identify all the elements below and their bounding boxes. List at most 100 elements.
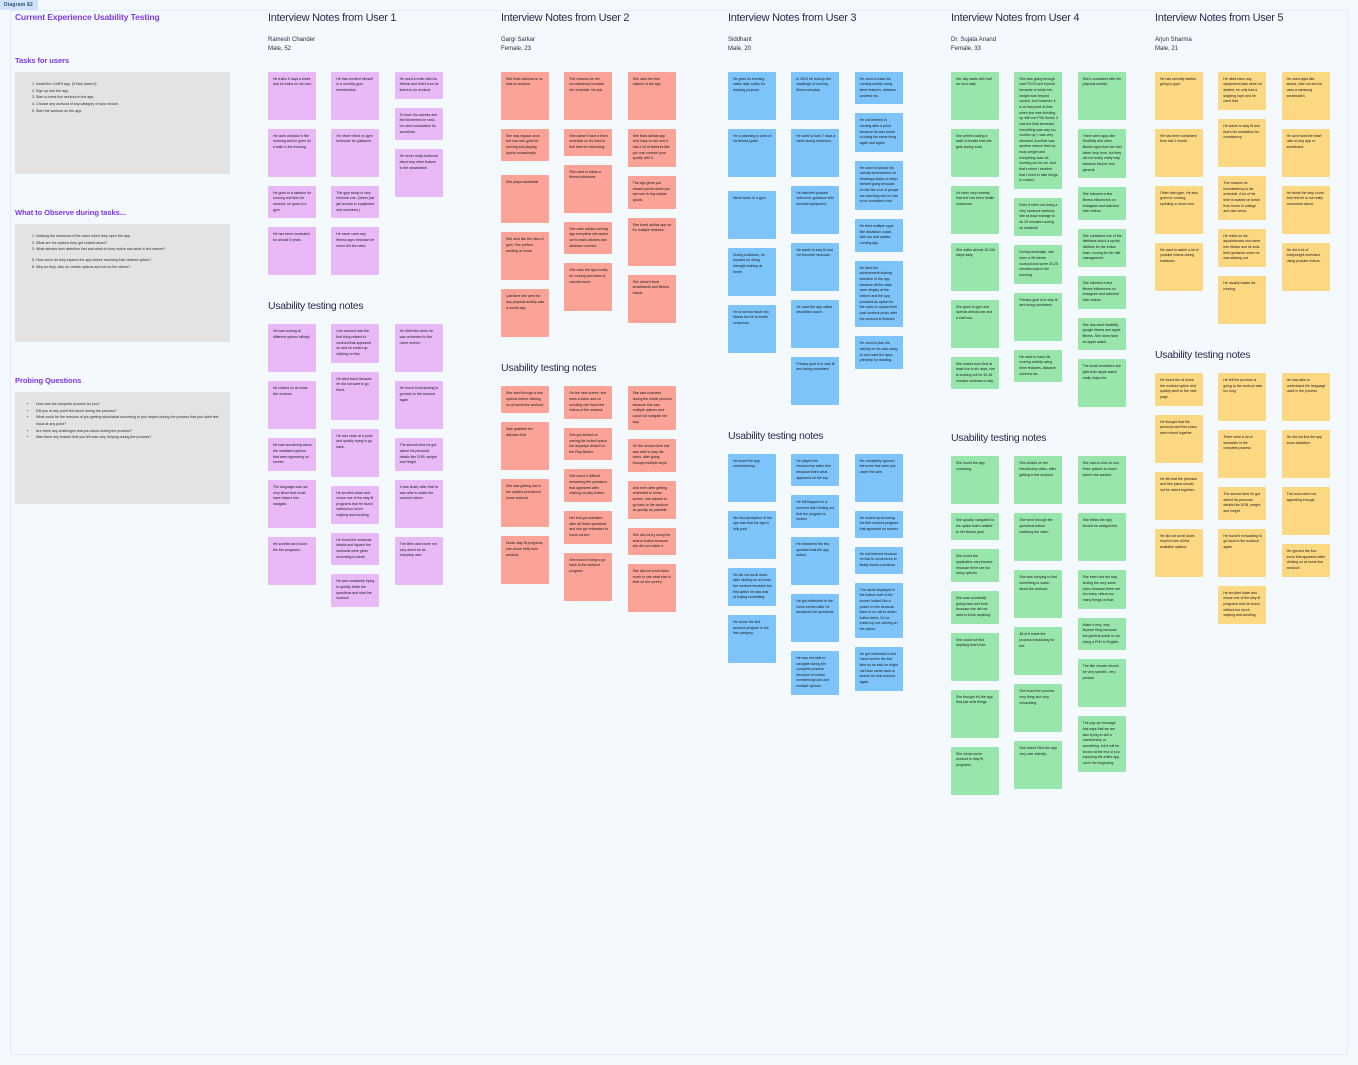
sticky-note[interactable]: He relied on his aquaintances who were i… <box>1218 228 1267 268</box>
sticky-note[interactable]: She was confused during the whole proces… <box>627 386 676 431</box>
sticky-note[interactable]: He was able to understand the language u… <box>1281 373 1330 422</box>
sticky-note[interactable]: She loved adidas app for it's multiple f… <box>627 217 676 266</box>
sticky-note[interactable]: Other than gym, He also goes for running… <box>1155 185 1203 234</box>
sticky-note[interactable]: He scrolled down and chose one of the st… <box>1218 585 1267 624</box>
sticky-note[interactable]: He did not scroll down after clicking on… <box>728 567 776 606</box>
sticky-note[interactable]: She clicked on the introductory video. a… <box>1014 456 1063 505</box>
sticky-note[interactable]: Primary goal is to stay fit and being co… <box>791 356 840 405</box>
sticky-note[interactable]: She doesn't find the app very user frien… <box>1014 741 1063 790</box>
sticky-note[interactable]: He felt that the premium and free plans … <box>1155 471 1203 520</box>
sticky-note[interactable]: Her day starts with half an hour walk. <box>951 71 999 120</box>
sticky-note[interactable]: He never used any fitness apps because h… <box>331 227 380 276</box>
sticky-note[interactable]: The app gives you reward points which yo… <box>627 175 676 209</box>
sticky-note[interactable]: She dont like the idea of gym. She prefe… <box>501 232 549 281</box>
sticky-note[interactable]: He ignored the four icons that appeared … <box>1281 544 1330 577</box>
sticky-note[interactable]: He trusts the step count and rest he is … <box>1281 185 1330 234</box>
sticky-note[interactable]: He clicked on at home live workout. <box>268 381 316 430</box>
sticky-note[interactable]: The second time he got asked his persona… <box>1218 487 1267 520</box>
sticky-note[interactable]: She finds minimal or no time to workout. <box>501 71 549 120</box>
sticky-note[interactable]: She was hurrying to find something to wa… <box>1014 570 1063 619</box>
sticky-note[interactable]: He was not able to navigate during the c… <box>791 650 840 695</box>
sticky-note[interactable]: He found it exhausting to go back to the… <box>394 381 443 430</box>
sticky-note[interactable]: He dont trust the heart rate on any app … <box>1281 128 1330 177</box>
sticky-note[interactable]: She chose some workout in stay fit progr… <box>951 746 999 795</box>
sticky-note[interactable]: He never relied on gym instructor for gu… <box>331 128 380 177</box>
sticky-note[interactable]: The reasons for inconsistency is his sch… <box>1218 175 1267 220</box>
sticky-note[interactable]: She was going through was PCOS and thyro… <box>1014 71 1063 190</box>
sticky-note[interactable]: She thought it's the app that just sells… <box>951 689 999 738</box>
sticky-note[interactable]: She's consistent with her physical activ… <box>1077 71 1126 120</box>
sticky-note[interactable]: He got redirected to the home screen aft… <box>791 593 840 642</box>
sticky-note[interactable]: He found the at home live workout option… <box>1155 373 1203 406</box>
sticky-note[interactable]: She doesn't have a fixed schedule so it'… <box>564 128 613 156</box>
sticky-note[interactable]: She did not try using the search button … <box>627 528 676 556</box>
sticky-note[interactable]: He scrolled and found the live programs. <box>268 536 316 585</box>
sticky-note[interactable]: She found it difficult answering the que… <box>564 469 613 503</box>
sticky-note[interactable]: The second time he got asked his persona… <box>394 438 443 471</box>
sticky-note[interactable]: She was constantly going back and forth … <box>951 590 999 624</box>
sticky-note[interactable]: She found the app confusing. <box>951 456 999 505</box>
sticky-note[interactable]: There were apps like Healthify and other… <box>1077 128 1126 179</box>
sticky-note[interactable]: He was stuck at a point and quickly tryi… <box>331 428 380 477</box>
sticky-note[interactable]: He has been consistent from last 1 month… <box>1155 128 1203 177</box>
sticky-note[interactable]: He is planning to work of his fitness go… <box>728 128 776 177</box>
sticky-note[interactable]: Live workout was the first thing related… <box>331 324 380 363</box>
sticky-note[interactable]: He felt the process of going to the work… <box>1218 373 1267 422</box>
sticky-note[interactable]: He didnt have any equipment back when he… <box>1218 71 1267 110</box>
sticky-note[interactable]: He went back because he did not want to … <box>331 371 380 420</box>
sticky-note[interactable]: She uses the free options of the app. <box>627 71 676 120</box>
sticky-note[interactable]: The cards displayed in the bottom half o… <box>854 582 903 638</box>
sticky-note[interactable]: She contacted one of the dietitians who'… <box>1077 228 1126 268</box>
sticky-note[interactable]: She used to follow a fitness influencer. <box>564 164 613 213</box>
sticky-note[interactable]: He liked the achievement sharing interfa… <box>854 260 903 328</box>
sticky-note[interactable]: On the new screen, she sees a video and … <box>564 386 613 419</box>
sticky-note[interactable]: She got alerted on seeing the locked opt… <box>564 427 613 461</box>
sticky-note[interactable]: It was finally after that he was able to… <box>394 479 443 528</box>
sticky-note[interactable]: He used to track his running activity us… <box>1014 349 1063 383</box>
sticky-note[interactable]: He used to train 7 days a week during lo… <box>791 128 840 177</box>
sticky-note[interactable]: There were a lot of obstacles in the com… <box>1218 430 1267 479</box>
sticky-note[interactable]: He completely ignored the icons that wer… <box>854 453 903 502</box>
sticky-note[interactable]: He used the app called decathlon coach. <box>791 299 840 348</box>
sticky-note[interactable]: He found it exhausting to go back to the… <box>1218 528 1267 577</box>
sticky-note[interactable]: He chose the first workout program in th… <box>728 614 776 663</box>
sticky-note[interactable]: The title chosen should be very specific… <box>1077 659 1126 708</box>
sticky-note[interactable]: He ended up choosing the first workout p… <box>854 510 903 538</box>
sticky-note[interactable]: He has enrolled himself in a monthly gym… <box>331 71 380 120</box>
sticky-note[interactable]: He has recently started going to gym. <box>1155 71 1203 120</box>
sticky-note[interactable]: Under stay fit programs, she chose belly… <box>501 536 549 585</box>
sticky-note[interactable]: Her trial got activated after all these … <box>564 511 613 544</box>
sticky-note[interactable]: He has been consistent for almost 5 year… <box>268 227 316 276</box>
sticky-note[interactable]: He was wondering about the unrelated opt… <box>268 438 316 471</box>
sticky-note[interactable]: She even lost her way finding the very s… <box>1077 570 1126 609</box>
sticky-note[interactable]: Primary goal is to stay fit and being co… <box>1014 292 1063 341</box>
sticky-note[interactable]: She was regular once but now she goes fo… <box>501 128 549 162</box>
sticky-note[interactable]: She went through a few options before cl… <box>501 386 549 414</box>
sticky-note[interactable]: He used to track his running activity us… <box>854 71 903 105</box>
sticky-note[interactable]: On the second time she was able to play … <box>627 439 676 472</box>
sticky-note[interactable]: He goes for evening walks daily solely f… <box>728 71 776 120</box>
sticky-note[interactable]: Sale grabbed her attention first <box>501 422 549 471</box>
sticky-note[interactable]: She found it tiring to go back to the wo… <box>564 552 613 601</box>
sticky-note[interactable]: The reasons for her inconsistency includ… <box>564 71 613 120</box>
sticky-note[interactable]: He felt trapped for a moment after findi… <box>791 495 840 528</box>
sticky-note[interactable]: He used to plan his activity on his own … <box>854 336 903 369</box>
sticky-note[interactable]: She was getting lost in the options prov… <box>501 479 549 528</box>
sticky-note[interactable]: The gym setup is very informal one. (Use… <box>331 185 380 219</box>
sticky-note[interactable]: She followed a few fitness influencers o… <box>1077 276 1126 309</box>
sticky-note[interactable]: He scrolled down and chose one of the st… <box>331 485 380 524</box>
sticky-note[interactable]: She uses adidas running app everytime sh… <box>564 221 613 255</box>
sticky-note[interactable]: He used to watch a lot of youtube videos… <box>1155 242 1203 291</box>
sticky-note[interactable]: The language was not very direct that co… <box>268 479 316 528</box>
sticky-note[interactable]: The icons were not appealing enough. <box>1281 487 1330 536</box>
sticky-note[interactable]: During lockdown, he focused on doing str… <box>728 247 776 296</box>
sticky-note[interactable]: She goes to gym and spends almost one an… <box>951 299 999 348</box>
sticky-note[interactable]: She found the application very bizzare b… <box>951 549 999 582</box>
sticky-note[interactable]: And even after getting redirected to hom… <box>627 480 676 520</box>
sticky-note[interactable]: The titles used were not very direct for… <box>394 536 443 585</box>
sticky-note[interactable]: He usually tracks his running. <box>1218 276 1267 325</box>
sticky-note[interactable]: During weekdays, she does a 45 minute wo… <box>1014 245 1063 284</box>
sticky-note[interactable]: He used to train with his friends and th… <box>394 71 443 99</box>
sticky-note[interactable]: She doesn't trust smartbands and fitness… <box>627 274 676 323</box>
sticky-note[interactable]: To track his calories and the kilometres… <box>394 107 443 141</box>
